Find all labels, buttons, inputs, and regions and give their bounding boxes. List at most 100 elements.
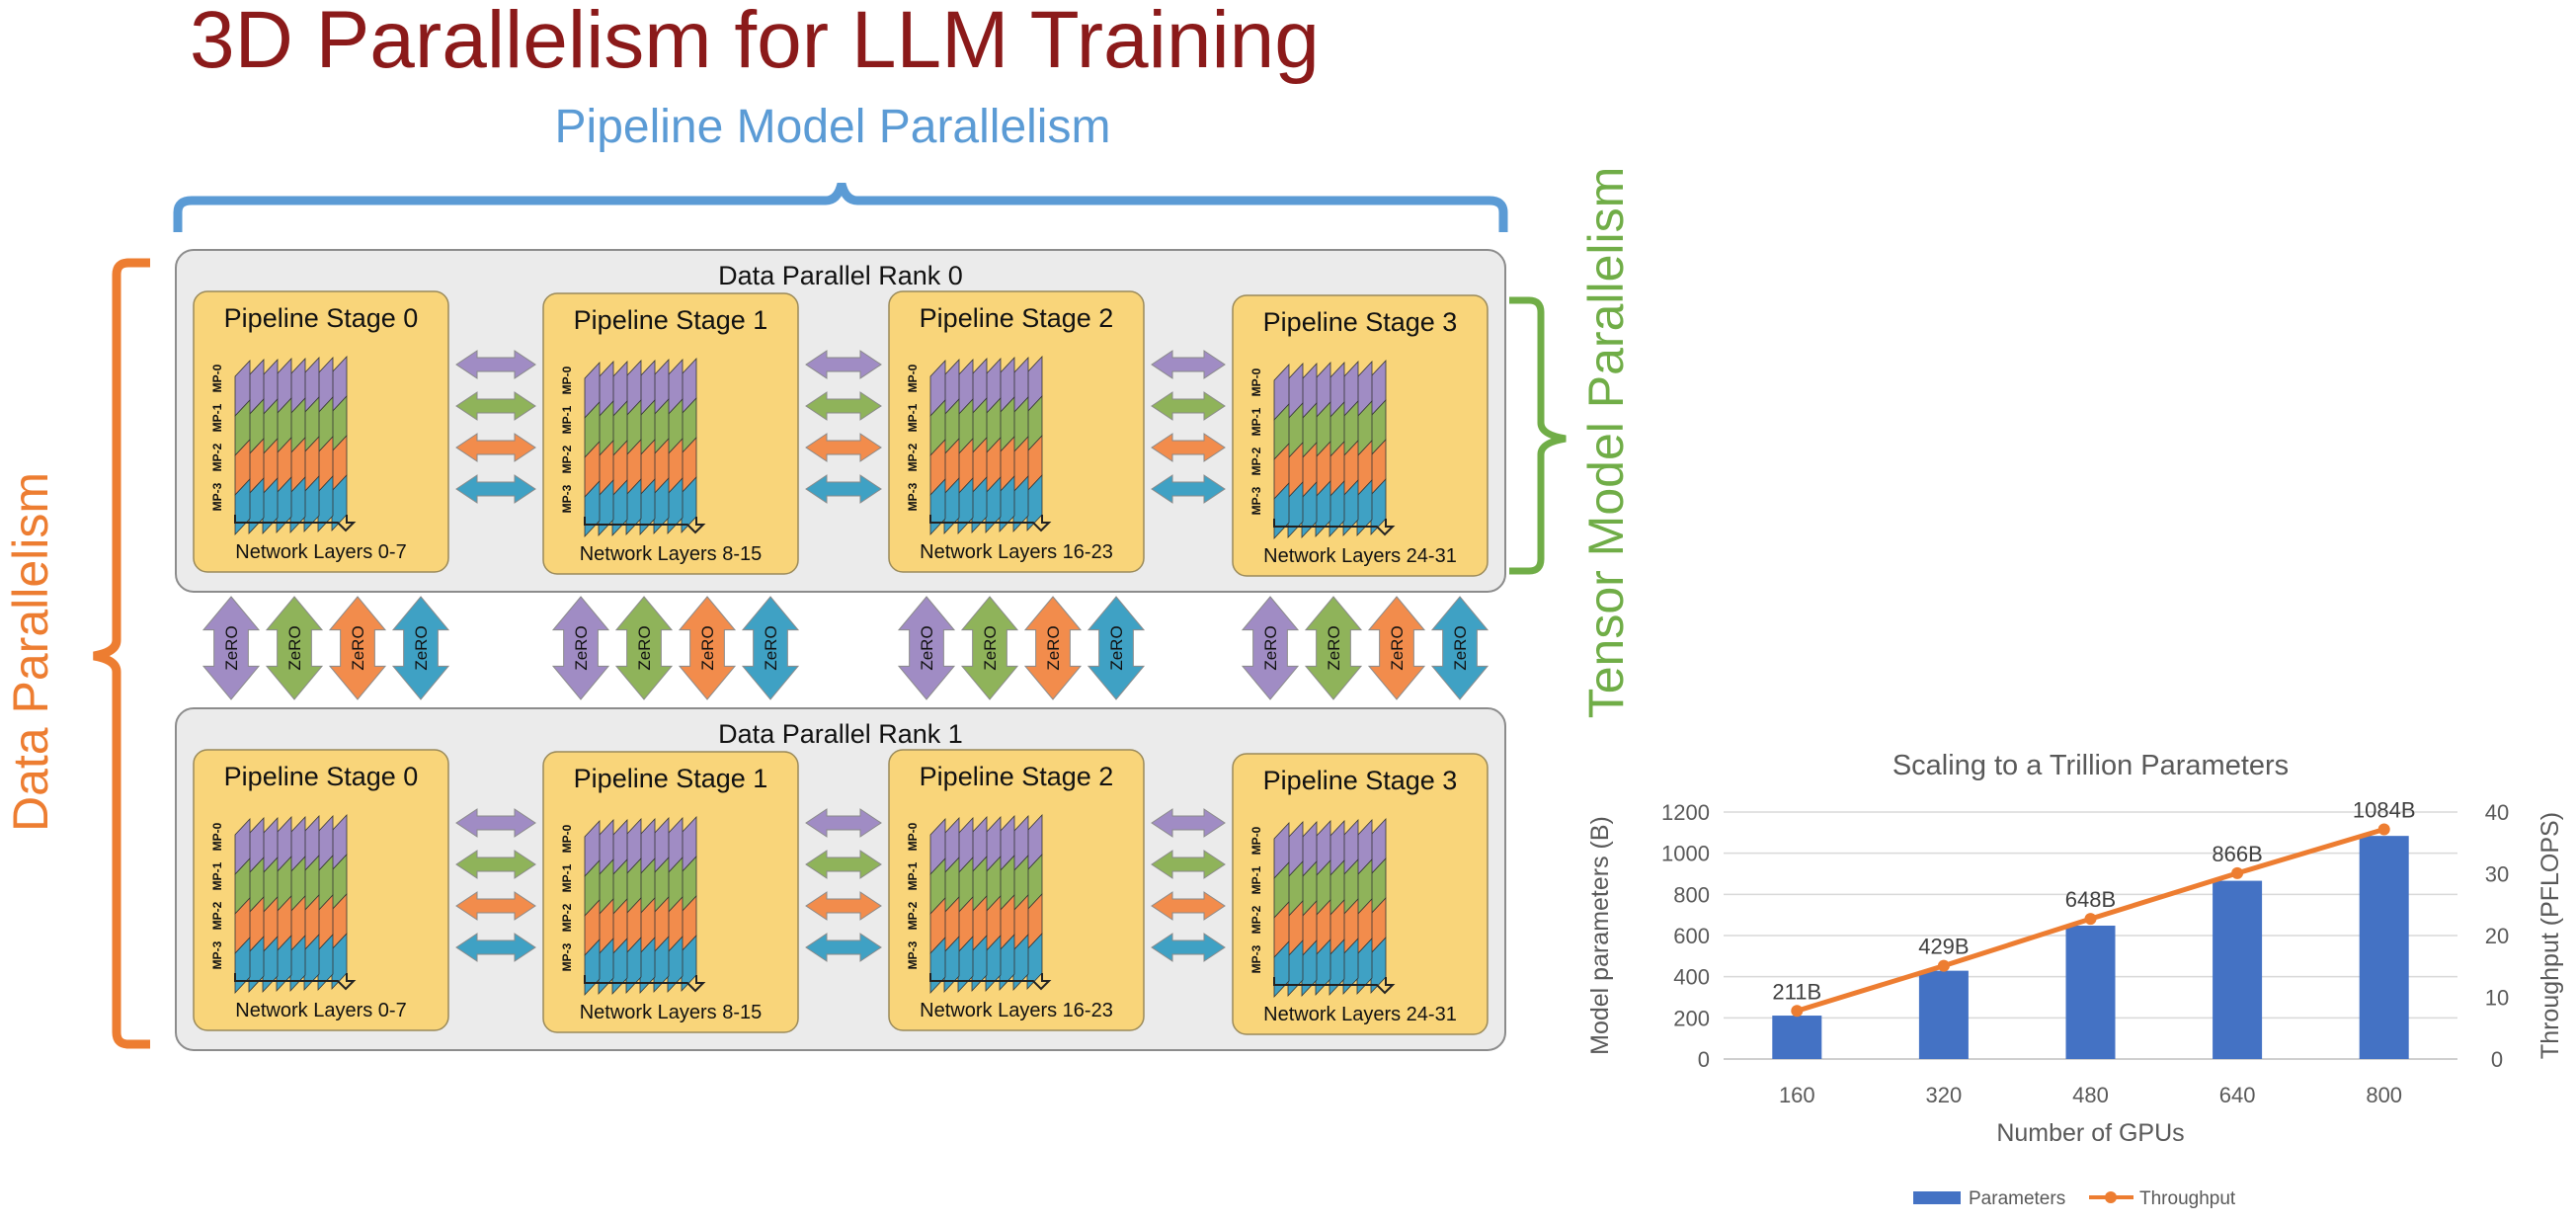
layers-brace [234, 973, 357, 991]
layer-slab [999, 474, 1015, 533]
pipeline-arrow [455, 350, 536, 379]
zero-label: ZeRO [918, 625, 936, 670]
zero-label: ZeRO [1325, 625, 1343, 670]
zero-arrow [897, 596, 956, 700]
zero-arrow [741, 596, 800, 700]
data-brace [93, 258, 150, 1049]
zero-arrow [1087, 596, 1146, 700]
layer-slab [611, 937, 628, 996]
pipeline-arrow [1151, 891, 1226, 921]
layer-slab [943, 935, 960, 994]
layer-slab [943, 476, 960, 535]
bar-parameters [1772, 1016, 1822, 1059]
mp-label: MP-2 [560, 903, 574, 932]
mp-label: MP-2 [1249, 447, 1263, 475]
throughput-point [2231, 866, 2244, 879]
data-parallelism-label: Data Parallelism [3, 472, 58, 832]
zero-label: ZeRO [349, 625, 367, 670]
zero-arrow [551, 596, 610, 700]
zero-label: ZeRO [762, 625, 780, 670]
layer-slab [985, 934, 1002, 993]
mp-label: MP-1 [906, 861, 920, 890]
layer-slab [262, 935, 279, 994]
zero-arrow [678, 596, 737, 700]
zero-label: ZeRO [572, 625, 591, 670]
bar-parameters [2213, 880, 2263, 1059]
layer-slab [1328, 938, 1345, 997]
zero-arrow [328, 596, 387, 700]
mp-label: MP-0 [906, 364, 920, 392]
zero-arrow [614, 596, 674, 700]
pipeline-arrow [805, 933, 882, 962]
rank-label: Data Parallel Rank 1 [718, 719, 963, 749]
zero-label: ZeRO [412, 625, 431, 670]
throughput-point [1937, 959, 1950, 972]
y-tick-label: 800 [1673, 882, 1710, 907]
y2-tick-label: 10 [2485, 986, 2509, 1011]
pipeline-arrow [455, 433, 536, 462]
layer-slab [639, 477, 656, 536]
mp-label: MP-0 [906, 822, 920, 851]
pipeline-arrow [805, 891, 882, 921]
zero-label: ZeRO [1388, 625, 1407, 670]
pipeline-arrow [455, 933, 536, 962]
mp-label: MP-3 [1249, 486, 1263, 515]
layer-slab [317, 933, 334, 992]
y-tick-label: 200 [1673, 1006, 1710, 1030]
layer-slab [1356, 937, 1373, 996]
zero-label: ZeRO [1261, 625, 1280, 670]
layer-slab [999, 933, 1015, 992]
layer-slab [1328, 479, 1345, 538]
x-tick-label: 320 [1926, 1083, 1963, 1107]
layer-slab [653, 935, 670, 994]
layers-brace [1273, 519, 1396, 536]
mp-label: MP-1 [906, 403, 920, 432]
network-layers-label: Network Layers 24-31 [1263, 545, 1457, 567]
network-layers-label: Network Layers 0-7 [235, 541, 406, 563]
layer-slab [598, 478, 614, 537]
mp-label: MP-0 [210, 822, 224, 851]
layer-slab [1356, 478, 1373, 537]
pipeline-arrow [455, 474, 536, 504]
tensor-parallelism-label: Tensor Model Parallelism [1578, 167, 1634, 719]
mp-label: MP-3 [560, 484, 574, 513]
y-tick-label: 1000 [1661, 842, 1710, 866]
layer-slab [1301, 480, 1318, 539]
layer-slab [957, 935, 974, 994]
pipeline-parallelism-label: Pipeline Model Parallelism [555, 101, 1111, 153]
zero-arrow [391, 596, 450, 700]
mp-label: MP-1 [210, 403, 224, 432]
layers-brace [929, 515, 1052, 532]
pipeline-stage-title: Pipeline Stage 1 [574, 305, 768, 335]
pipeline-brace [173, 182, 1508, 232]
mp-label: MP-2 [906, 901, 920, 930]
pipeline-stage-title: Pipeline Stage 3 [1263, 307, 1458, 337]
bar-data-label: 648B [2065, 887, 2116, 912]
pipeline-arrow [455, 891, 536, 921]
zero-arrow [1367, 596, 1426, 700]
mp-label: MP-1 [1249, 407, 1263, 436]
y-tick-label: 600 [1673, 924, 1710, 948]
layer-slab [276, 475, 292, 534]
mp-label: MP-3 [210, 940, 224, 969]
x-axis-label: Number of GPUs [1996, 1119, 2184, 1147]
layer-slab [1342, 937, 1359, 996]
layer-slab [262, 476, 279, 535]
mp-label: MP-3 [906, 482, 920, 511]
pipeline-arrow [1151, 933, 1226, 962]
zero-arrow [265, 596, 324, 700]
zero-label: ZeRO [635, 625, 654, 670]
layers-brace [929, 973, 1052, 991]
layer-slab [667, 476, 684, 535]
layer-slab [611, 478, 628, 537]
pipeline-arrow [455, 391, 536, 421]
layer-slab [289, 934, 306, 993]
y2-tick-label: 30 [2485, 862, 2509, 887]
layer-slab [1342, 478, 1359, 537]
pipeline-arrow [805, 850, 882, 879]
network-layers-label: Network Layers 8-15 [580, 543, 763, 565]
mp-label: MP-2 [210, 443, 224, 471]
y2-tick-label: 0 [2491, 1047, 2503, 1072]
